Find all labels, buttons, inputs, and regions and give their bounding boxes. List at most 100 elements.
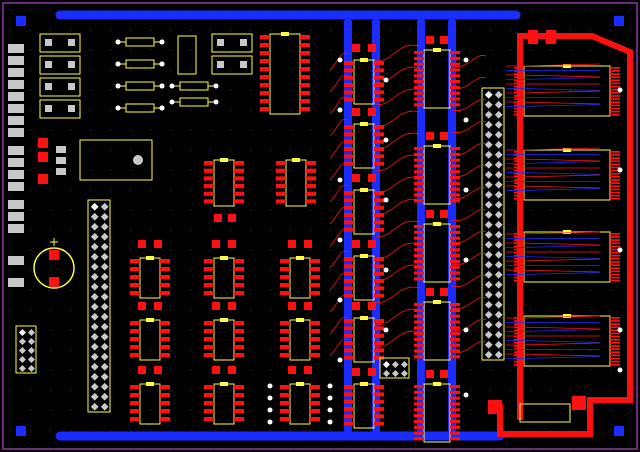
resistor-pad [169, 83, 175, 89]
ic-footprints[interactable] [130, 30, 620, 443]
via [337, 57, 343, 63]
grid-dot [70, 190, 71, 191]
pin-header-small[interactable] [15, 325, 410, 379]
grid-dot [310, 110, 311, 111]
grid-dot [530, 90, 531, 91]
ic-pad [306, 176, 316, 181]
grid-dot [510, 350, 511, 351]
ic-pad [514, 82, 524, 85]
resistor-pad [169, 99, 175, 105]
cap-pad [212, 240, 220, 248]
grid-dot [610, 410, 611, 411]
grid-dot [530, 230, 531, 231]
pin-header-right[interactable] [481, 87, 505, 361]
ic-pad [450, 259, 460, 263]
grid-dot [510, 270, 511, 271]
ic-pad [610, 176, 620, 178]
ic-pad [414, 68, 424, 72]
grid-dot [30, 430, 31, 431]
grid-dot [570, 350, 571, 351]
grid-dot [230, 330, 231, 331]
ic-pad [610, 317, 620, 319]
edge-connector[interactable] [8, 44, 24, 287]
ic-pad [374, 213, 384, 218]
grid-dot [390, 330, 391, 331]
grid-dot [190, 310, 191, 311]
trace [506, 101, 601, 105]
ic-pad [610, 342, 620, 344]
grid-dot [410, 450, 411, 451]
ic-pad [514, 345, 524, 347]
grid-dot [490, 90, 491, 91]
ic-pad [414, 199, 424, 203]
grid-dot [470, 450, 471, 451]
grid-dot [510, 150, 511, 151]
trace [329, 96, 349, 115]
cap-pad [154, 240, 162, 248]
ic-pad [514, 154, 524, 156]
ic-pad [610, 351, 620, 354]
ic-pad [450, 425, 460, 429]
resistor-pad [213, 99, 219, 105]
ic-pad [610, 345, 620, 347]
grid-dot [150, 110, 151, 111]
ic-pad [610, 101, 620, 104]
trace [506, 172, 601, 175]
grid-dot [610, 290, 611, 291]
ic-pad [610, 179, 620, 181]
ic-pad [204, 291, 214, 296]
grid-dot [410, 190, 411, 191]
ic-pad [276, 199, 286, 204]
ic-pad [234, 267, 244, 272]
grid-dot [330, 350, 331, 351]
via [337, 177, 343, 183]
ic-pad [234, 329, 244, 334]
cap-pad [368, 368, 376, 376]
battery-icon[interactable] [33, 238, 75, 289]
grid-dot [490, 390, 491, 391]
ic-pad [260, 59, 270, 64]
ic-notch [433, 48, 441, 52]
header-pin [100, 222, 109, 231]
grid-dot [130, 210, 131, 211]
jumper-pad [45, 39, 52, 46]
ic-pad [514, 329, 524, 332]
via [617, 87, 623, 93]
ic-pad [514, 95, 524, 97]
grid-dot [170, 110, 171, 111]
grid-dot [410, 210, 411, 211]
trace [329, 250, 349, 269]
grid-dot [550, 350, 551, 351]
ic-pad [610, 273, 620, 276]
grid-dot [490, 130, 491, 131]
ic-pad [514, 248, 524, 251]
trace [506, 231, 601, 235]
regulator-icon[interactable] [38, 138, 153, 184]
ic-pad [414, 80, 424, 84]
via [115, 61, 121, 67]
ic-pad [344, 139, 354, 144]
ic-pad [374, 125, 384, 130]
cap-pad [352, 44, 360, 52]
grid-dot [50, 70, 51, 71]
pin-header-small-outline [15, 325, 37, 374]
cap-pad [426, 210, 434, 218]
grid-dot [250, 110, 251, 111]
ic-pad [610, 154, 620, 156]
grid-dot [550, 110, 551, 111]
trace [375, 308, 421, 325]
ic-pad [280, 321, 290, 326]
ic-pad [610, 194, 620, 197]
grid-dot [110, 130, 111, 131]
ic-notch [292, 158, 300, 162]
ic-pad [130, 401, 140, 406]
jumper-pad [240, 61, 247, 68]
cap-pad [572, 396, 586, 410]
ic-pad [374, 392, 384, 397]
ic-pad [310, 409, 320, 414]
grid-dot [210, 370, 211, 371]
grid-dot [110, 450, 111, 451]
ic-pad [234, 168, 244, 173]
